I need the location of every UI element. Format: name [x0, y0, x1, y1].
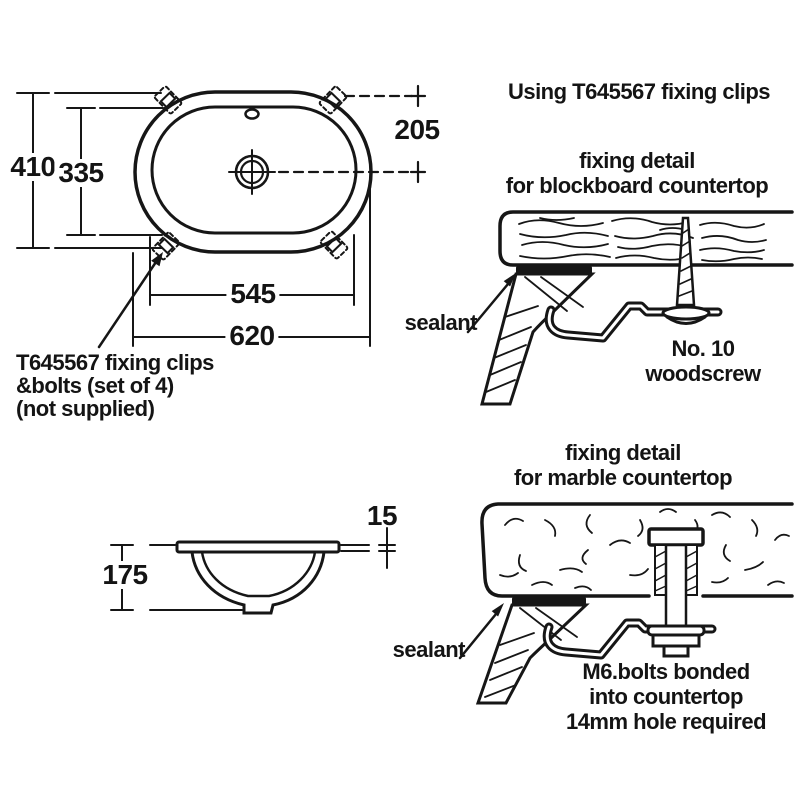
dim-15: 15 [366, 500, 398, 531]
fixing-clip-profile-blockboard [544, 301, 723, 343]
woodscrew [675, 216, 696, 307]
woodscrew-label-line2: woodscrew [645, 361, 761, 386]
side-view-dimensions [110, 527, 396, 611]
dim-205: 205 [394, 114, 440, 145]
sealant-arrow-blockboard [466, 273, 516, 334]
clip-note-line1: T645567 fixing clips [16, 350, 214, 375]
drain-outlet [228, 149, 276, 195]
woodscrew-label-line1: No. 10 [671, 336, 735, 361]
m6-bolt [647, 527, 705, 629]
marble-countertop [480, 502, 794, 598]
marble-heading-line2: for marble countertop [513, 465, 733, 490]
bowl-inner-wall [200, 550, 317, 598]
side-view-drawing [110, 527, 396, 615]
dim-175: 175 [98, 561, 152, 589]
rim-hatching-marble [484, 607, 578, 698]
bolt-nut-lower [662, 644, 690, 658]
plan-view-drawing [16, 84, 427, 349]
basin-rim-section [175, 540, 341, 554]
wood-grain-texture [518, 217, 767, 263]
sealant-label-blockboard: sealant [404, 310, 478, 335]
bolt-nut-upper [651, 633, 701, 648]
fixing-clip-top-left [153, 85, 183, 115]
bowl-outer-wall [190, 550, 326, 615]
page-title: Using T645567 fixing clips [507, 79, 771, 104]
screw-washer [661, 305, 711, 321]
sealant-arrow-marble [458, 603, 504, 660]
clip-note-arrow [97, 252, 163, 349]
m6-bolt-label-line1: M6.bolts bonded [582, 659, 750, 684]
marble-heading: fixing detail for marble countertop [513, 440, 733, 490]
dim-335: 335 [54, 159, 108, 187]
rim-hatching-blockboard [485, 276, 584, 393]
fixing-clip-bottom-left [151, 231, 181, 261]
dim-620: 620 [225, 322, 279, 350]
blockboard-heading-line2: for blockboard countertop [505, 173, 769, 198]
screw-head-dome [665, 315, 707, 325]
blockboard-heading-line1: fixing detail [579, 148, 695, 173]
dim-545: 545 [226, 280, 280, 308]
blockboard-detail-drawing [466, 210, 794, 406]
sealant-strip-blockboard [516, 266, 592, 274]
centerline-dashed [277, 84, 427, 184]
marble-heading-line1: fixing detail [565, 440, 681, 465]
sealant-strip-marble [512, 597, 586, 605]
dimension-lines [16, 92, 371, 347]
overflow-hole [244, 108, 260, 120]
clip-note-line2: &bolts (set of 4) [16, 373, 174, 398]
sealant-label-marble: sealant [392, 637, 466, 662]
fixing-clip-profile-marble [542, 618, 717, 660]
dim-410: 410 [6, 153, 60, 181]
woodscrew-label: No. 10 woodscrew [645, 336, 761, 386]
m6-bolt-label-line2: into countertop [589, 684, 743, 709]
clip-note: T645567 fixing clips &bolts (set of 4) (… [16, 351, 214, 420]
fixing-clip-bottom-right [319, 230, 349, 260]
blockboard-heading: fixing detail for blockboard countertop [506, 148, 769, 198]
blockboard-countertop [498, 210, 794, 267]
clip-note-line3: (not supplied) [16, 396, 155, 421]
m6-bolt-label: M6.bolts bonded into countertop 14mm hol… [565, 659, 767, 734]
fixing-clip-top-right [318, 85, 348, 115]
marble-texture [499, 508, 790, 591]
basin-inner-rim [150, 105, 358, 235]
m6-bolt-label-line3: 14mm hole required [565, 709, 767, 734]
marble-detail-drawing [458, 502, 794, 705]
